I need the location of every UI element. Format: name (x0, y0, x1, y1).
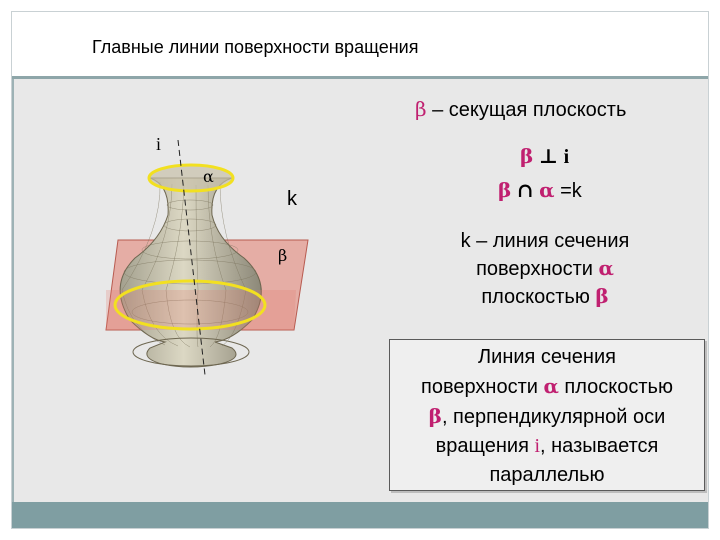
beta-symbol: β (498, 178, 512, 202)
title-bar (12, 12, 708, 78)
vase-surface (119, 177, 262, 368)
definition-line-1: Линия сечения (478, 346, 616, 368)
section-line-desc-3: плоскостью β (481, 284, 609, 308)
intersection-relation: β ∩ α =k (498, 178, 582, 203)
title-divider (12, 76, 708, 79)
section-line-desc-2: поверхности α (476, 256, 614, 280)
beta-symbol: β (520, 144, 534, 168)
definition-text: Линия сечения поверхности α плоскостью β… (389, 343, 705, 490)
beta-symbol: β (428, 404, 442, 428)
slide-title: Главные линии поверхности вращения (92, 37, 419, 57)
definition-line-5: параллелью (489, 464, 605, 486)
section-line-description: k – линия сечения поверхности α плоскост… (395, 228, 695, 311)
vase-figure (105, 139, 309, 376)
intersection-symbol: ∩ (516, 178, 534, 202)
axis-symbol: i (563, 146, 570, 168)
top-rim-parallel (147, 163, 235, 193)
alpha-symbol: α (539, 178, 555, 202)
section-label: k (287, 188, 297, 210)
perpendicular-symbol: ⊥ (538, 144, 559, 168)
alpha-symbol: α (598, 256, 614, 280)
footer-bar (12, 502, 708, 528)
axis-label: i (156, 134, 162, 154)
plane-definition-text: – секущая плоскость (426, 99, 627, 121)
definition-line-2: поверхности α плоскостью (421, 374, 673, 398)
definition-line-4: вращения i, называется (435, 435, 659, 457)
surface-label: α (203, 167, 214, 186)
left-accent-strip (12, 79, 14, 502)
alpha-symbol: α (543, 374, 559, 398)
definition-box (389, 339, 705, 491)
beta-symbol: β (415, 97, 427, 121)
perpendicular-relation: β ⊥ i (520, 144, 569, 169)
plane-label: β (278, 246, 288, 265)
plane-definition: β – секущая плоскость (415, 97, 626, 122)
intersection-result: =k (560, 180, 582, 202)
definition-line-3: β, перпендикулярной оси (428, 404, 666, 428)
axis-symbol: i (534, 435, 541, 457)
section-line-desc-1: k – линия сечения (460, 230, 630, 252)
section-line-k (113, 279, 267, 331)
beta-symbol: β (595, 284, 609, 308)
